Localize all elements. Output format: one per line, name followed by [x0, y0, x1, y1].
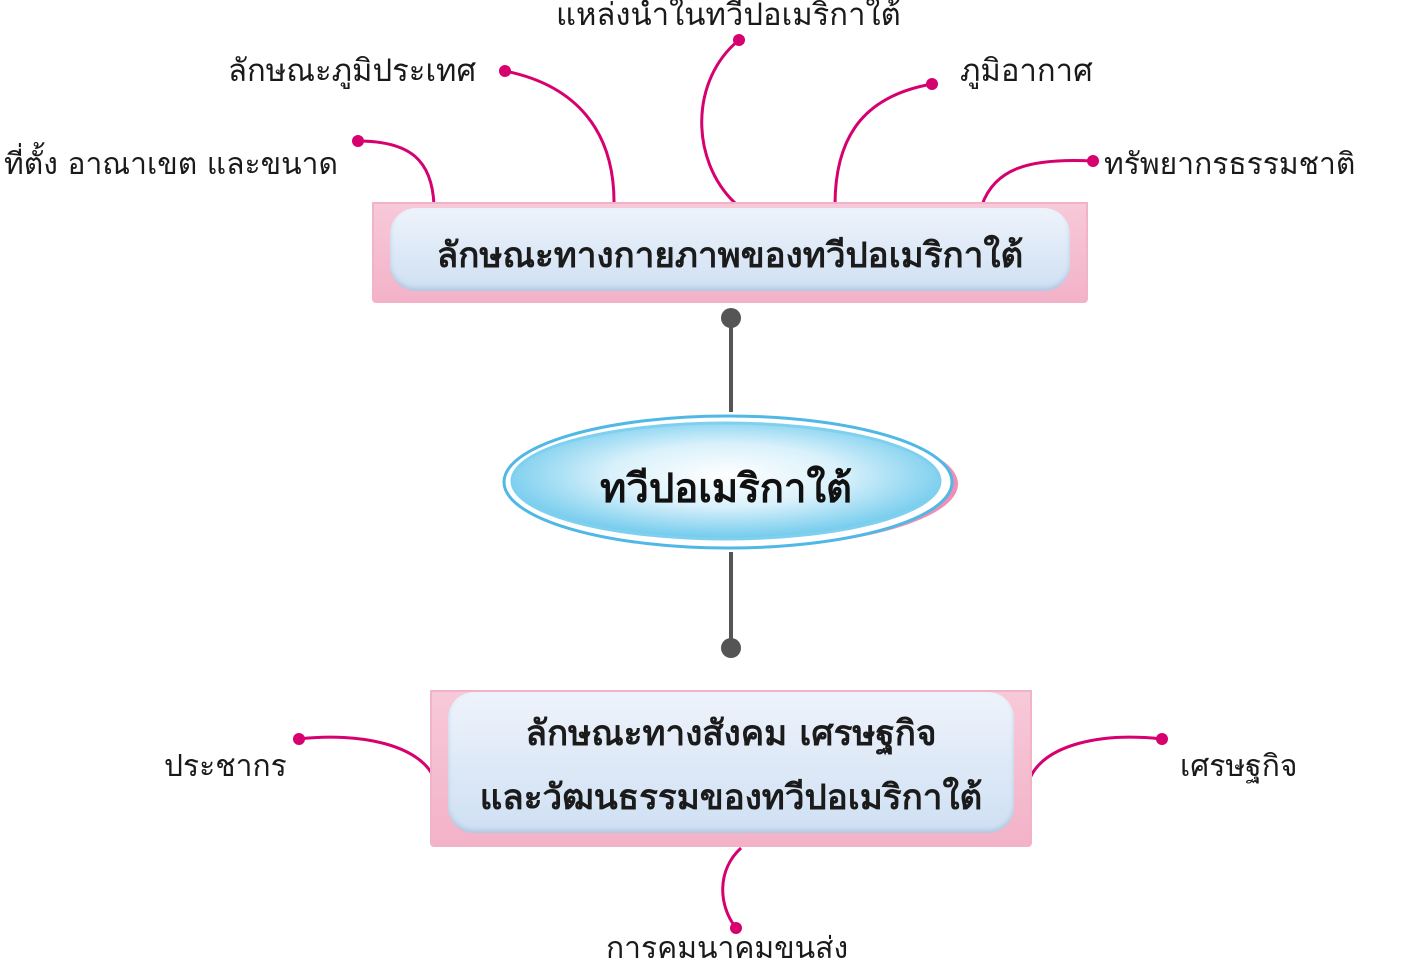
dot-landform: [499, 65, 511, 77]
social-box: ลักษณะทางสังคม เศรษฐกิจ และวัฒนธรรมของทว…: [430, 690, 1032, 847]
physical-box-title: ลักษณะทางกายภาพของทวีปอเมริกาใต้: [436, 236, 1024, 276]
stem-top-dot: [721, 308, 741, 328]
topic-resources: ทรัพยากรธรรมชาติ: [1104, 147, 1356, 182]
dot-water: [733, 34, 745, 46]
topic-location: ที่ตั้ง อาณาเขต และขนาด: [4, 147, 338, 182]
topic-climate: ภูมิอากาศ: [960, 53, 1093, 89]
connector-landform: [504, 69, 616, 206]
connector-location: [357, 139, 436, 206]
dot-location: [352, 135, 364, 147]
connector-water: [700, 38, 740, 205]
dot-transport: [730, 922, 742, 934]
connector-climate: [833, 82, 933, 206]
dot-resources: [1087, 155, 1099, 167]
topic-landform: ลักษณะภูมิประเทศ: [228, 53, 477, 89]
dot-climate: [926, 78, 938, 90]
connector-transport: [721, 846, 743, 929]
topic-transport: การคมนาคมขนส่ง: [606, 931, 849, 966]
center-title: ทวีปอเมริกาใต้: [600, 466, 852, 512]
stem-bottom-dot: [721, 638, 741, 658]
topic-water: แหล่งน้ำในทวีปอเมริกาใต้: [556, 0, 901, 33]
dot-population: [293, 733, 305, 745]
physical-box: ลักษณะทางกายภาพของทวีปอเมริกาใต้: [372, 202, 1088, 303]
dot-economy: [1156, 733, 1168, 745]
connector-population: [298, 735, 436, 779]
social-box-line2: และวัฒนธรรมของทวีปอเมริกาใต้: [479, 778, 983, 818]
topic-population: ประชากร: [164, 749, 287, 784]
connector-economy: [1028, 735, 1163, 779]
social-box-line1: ลักษณะทางสังคม เศรษฐกิจ: [525, 714, 937, 754]
center-ellipse: [502, 414, 958, 550]
topic-economy: เศรษฐกิจ: [1180, 749, 1298, 784]
connector-resources: [980, 159, 1094, 206]
